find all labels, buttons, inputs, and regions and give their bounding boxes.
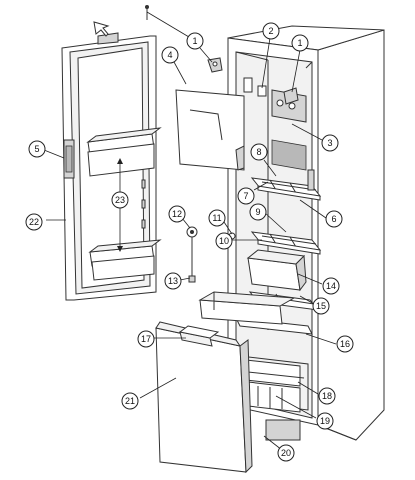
- callout-c5: 5: [28, 140, 46, 158]
- callout-c10: 10: [215, 232, 233, 250]
- callout-c15: 15: [312, 297, 330, 315]
- callout-c4: 4: [161, 46, 179, 64]
- svg-text:9: 9: [255, 207, 260, 217]
- svg-text:1: 1: [192, 36, 197, 46]
- callout-c11: 11: [208, 209, 226, 227]
- svg-text:7: 7: [243, 191, 248, 201]
- svg-text:1: 1: [297, 38, 302, 48]
- callout-c16: 16: [336, 335, 354, 353]
- svg-text:6: 6: [331, 214, 336, 224]
- fridge-door: [61, 32, 162, 301]
- callout-c3: 3: [321, 134, 339, 152]
- callout-c14: 14: [322, 277, 340, 295]
- callout-c20: 20: [277, 444, 295, 462]
- door-pin: [145, 5, 149, 20]
- svg-text:16: 16: [340, 339, 350, 349]
- svg-text:11: 11: [212, 213, 221, 223]
- svg-text:4: 4: [167, 50, 172, 60]
- svg-text:21: 21: [125, 396, 135, 406]
- svg-text:10: 10: [219, 236, 229, 246]
- svg-text:22: 22: [29, 217, 39, 227]
- callout-c21: 21: [121, 392, 139, 410]
- crisper-cover-14: [246, 249, 307, 292]
- callout-c18: 18: [318, 387, 336, 405]
- callout-c1a: 1: [186, 32, 204, 50]
- shelf-upper: [250, 169, 322, 201]
- callout-c12: 12: [168, 205, 186, 223]
- callout-c19: 19: [316, 412, 334, 430]
- svg-text:2: 2: [268, 26, 273, 36]
- shelf-middle: [250, 231, 322, 255]
- thermostat-sensor: [186, 226, 198, 283]
- svg-text:14: 14: [326, 281, 336, 291]
- callout-c2: 2: [262, 22, 280, 40]
- svg-text:8: 8: [256, 147, 261, 157]
- callout-c17: 17: [137, 330, 155, 348]
- callout-c23: 23: [111, 191, 129, 209]
- svg-text:3: 3: [327, 138, 332, 148]
- callout-c1b: 1: [291, 34, 309, 52]
- svg-text:15: 15: [316, 301, 326, 311]
- leader-lines: [43, 11, 337, 451]
- svg-text:19: 19: [320, 416, 330, 426]
- svg-text:17: 17: [141, 334, 151, 344]
- hinge-bracket-cabinet: [283, 87, 299, 105]
- svg-text:12: 12: [172, 209, 182, 219]
- svg-text:18: 18: [322, 391, 332, 401]
- pointer-arrow-icon: [93, 21, 110, 37]
- svg-text:5: 5: [34, 144, 39, 154]
- shelf-bottom: [198, 291, 313, 335]
- svg-text:23: 23: [115, 195, 125, 205]
- divider-panel: [175, 89, 245, 171]
- callout-c7: 7: [237, 187, 255, 205]
- callout-c8: 8: [250, 143, 268, 161]
- callout-c22: 22: [25, 213, 43, 231]
- callout-c6: 6: [325, 210, 343, 228]
- freezer-compartment: [239, 355, 309, 441]
- callout-c9: 9: [249, 203, 267, 221]
- freezer-door: [155, 321, 253, 474]
- callout-c13: 13: [164, 272, 182, 290]
- svg-text:13: 13: [168, 276, 178, 286]
- svg-text:20: 20: [281, 448, 291, 458]
